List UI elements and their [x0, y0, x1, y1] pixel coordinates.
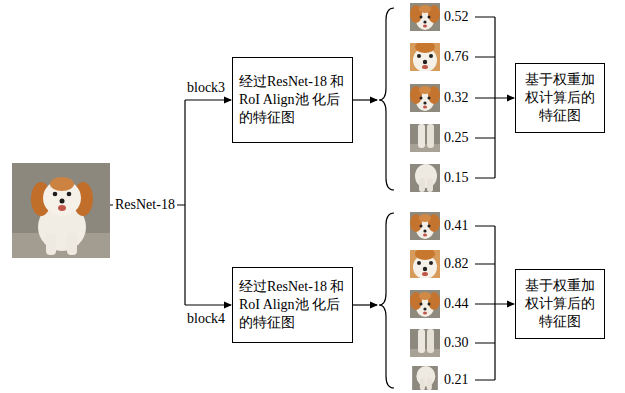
branch-arrow — [185, 99, 231, 100]
weighted-result-box: 基于权重加 权计算后的 特征图 — [515, 63, 605, 133]
branch-label: block4 — [187, 311, 225, 327]
dog-photo — [12, 163, 110, 258]
network-label: ResNet-18 — [113, 197, 177, 213]
weight-value: 0.30 — [444, 335, 469, 351]
split-line — [184, 100, 185, 305]
weight-value: 0.25 — [444, 130, 469, 146]
feature-arrow — [353, 304, 377, 305]
feature-map-box: 经过ResNet-18 和RoI Align池 化后的特征图 — [232, 57, 353, 143]
weight-value: 0.82 — [444, 256, 469, 272]
merge-lines — [475, 226, 495, 380]
merge-arrow — [475, 97, 514, 98]
feature-map-box: 经过ResNet-18 和RoI Align池 化后的特征图 — [232, 267, 353, 343]
box-text: 基于权重加 权计算后的 特征图 — [522, 71, 598, 126]
crop-thumbnails — [410, 3, 440, 390]
weight-value: 0.44 — [444, 296, 469, 312]
curly-brace — [379, 8, 394, 190]
feature-arrow — [353, 99, 377, 100]
box-text: 经过ResNet-18 和RoI Align池 化后的特征图 — [239, 73, 346, 128]
box-text: 经过ResNet-18 和RoI Align池 化后的特征图 — [239, 278, 346, 333]
weight-value: 0.32 — [444, 90, 469, 106]
branch-arrow — [185, 304, 231, 305]
curly-brace — [379, 213, 394, 388]
box-text: 基于权重加 权计算后的 特征图 — [522, 277, 598, 332]
flow-lines — [110, 8, 514, 388]
weight-value: 0.15 — [444, 170, 469, 186]
merge-arrow — [475, 303, 514, 304]
weighted-result-box: 基于权重加 权计算后的 特征图 — [515, 269, 605, 339]
weight-value: 0.52 — [444, 9, 469, 25]
branch-label: block3 — [187, 80, 225, 96]
weight-value: 0.76 — [444, 49, 469, 65]
weight-value: 0.41 — [444, 218, 469, 234]
weight-value: 0.21 — [444, 372, 469, 388]
